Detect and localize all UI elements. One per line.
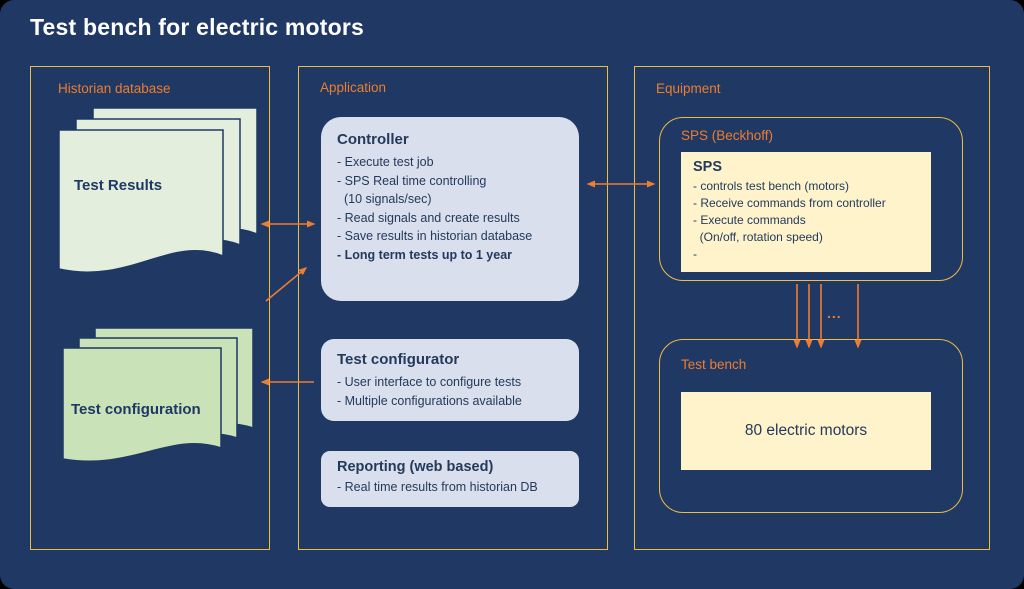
sps-item: - Execute commands: [693, 213, 806, 227]
sps-beckhoff-header: SPS (Beckhoff): [681, 128, 774, 143]
equipment-header: Equipment: [656, 81, 721, 96]
sps-box: SPS - controls test bench (motors) - Rec…: [681, 152, 931, 272]
document-stack-icon: [62, 327, 254, 463]
sps-item: (On/off, rotation speed): [693, 230, 823, 244]
panel-historian-database: Historian database Test Results Test con…: [30, 66, 270, 550]
test-bench-group: Test bench 80 electric motors: [659, 339, 963, 513]
panel-equipment: Equipment SPS (Beckhoff) SPS - controls …: [634, 66, 990, 550]
controller-item: - Execute test job: [337, 155, 434, 169]
test-results-label: Test Results: [74, 177, 163, 194]
sps-item: -: [693, 247, 697, 261]
controller-item: (10 signals/sec): [337, 192, 432, 206]
configurator-item: - Multiple configurations available: [337, 393, 522, 408]
test-configurator-box: Test configurator - User interface to co…: [321, 339, 579, 421]
sps-box-title: SPS: [693, 159, 723, 175]
controller-title: Controller: [337, 131, 409, 148]
controller-item: - Save results in historian database: [337, 229, 533, 243]
more-signals-ellipsis: ...: [827, 305, 842, 321]
configurator-title: Test configurator: [337, 351, 460, 368]
reporting-item: - Real time results from historian DB: [337, 480, 538, 494]
controller-item: - SPS Real time controlling: [337, 173, 487, 188]
motors-label: 80 electric motors: [744, 422, 868, 439]
panel-application: Application Controller - Execute test jo…: [298, 66, 608, 550]
controller-item-bold: - Long term tests up to 1 year: [337, 247, 513, 262]
reporting-box: Reporting (web based) - Real time result…: [321, 451, 579, 507]
test-configuration-stack: Test configuration: [62, 327, 258, 477]
test-configuration-label: Test configuration: [71, 401, 201, 418]
controller-item: - Read signals and create results: [337, 210, 520, 225]
reporting-title: Reporting (web based): [337, 459, 494, 475]
test-results-stack: Test Results: [58, 107, 260, 287]
controller-box: Controller - Execute test job - SPS Real…: [321, 117, 579, 301]
historian-header: Historian database: [58, 81, 171, 96]
configurator-item: - User interface to configure tests: [337, 375, 522, 389]
sps-item: - controls test bench (motors): [693, 179, 850, 193]
motors-box: 80 electric motors: [681, 392, 931, 470]
application-header: Application: [320, 80, 387, 95]
sps-beckhoff-group: SPS (Beckhoff) SPS - controls test bench…: [659, 117, 963, 281]
page-title: Test bench for electric motors: [30, 14, 365, 40]
document-stack-icon: [58, 107, 258, 273]
sps-item: - Receive commands from controller: [693, 196, 886, 210]
test-bench-header: Test bench: [681, 357, 747, 372]
